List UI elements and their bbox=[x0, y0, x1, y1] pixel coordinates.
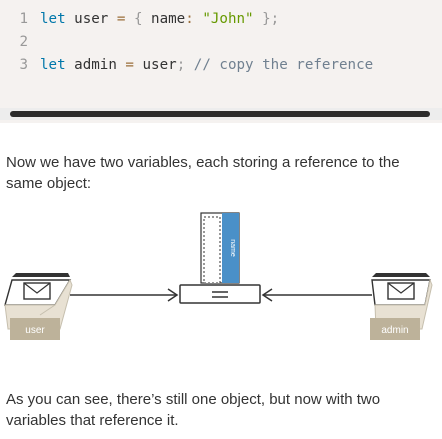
code-token bbox=[185, 57, 194, 73]
line-number: 3 bbox=[19, 57, 28, 73]
code-text: let admin = user; // copy the reference bbox=[28, 54, 373, 76]
code-token: : bbox=[185, 11, 194, 27]
code-token: user bbox=[65, 11, 117, 27]
intro-paragraph: Now we have two variables, each storing … bbox=[6, 154, 400, 192]
reference-diagram: name user admin bbox=[0, 205, 442, 370]
code-token: "John" bbox=[202, 11, 254, 27]
code-token: admin bbox=[65, 57, 126, 73]
right-variable-label: admin bbox=[381, 325, 408, 336]
code-token: user bbox=[133, 57, 177, 73]
outro-paragraph: As you can see, there’s still one object… bbox=[6, 391, 381, 429]
code-token: name bbox=[142, 11, 186, 27]
line-number: 1 bbox=[19, 11, 28, 27]
code-token: let bbox=[40, 57, 66, 73]
code-text: let user = { name: "John" }; bbox=[28, 8, 279, 30]
object-field-label: name bbox=[229, 239, 236, 257]
line-number: 2 bbox=[19, 34, 28, 50]
object-card: name bbox=[200, 212, 240, 284]
horizontal-scrollbar[interactable] bbox=[0, 108, 442, 120]
left-reference-arrow bbox=[70, 288, 179, 302]
scrollbar-thumb[interactable] bbox=[10, 111, 430, 117]
code-token: = bbox=[116, 11, 126, 27]
code-token: ; bbox=[176, 57, 186, 73]
right-variable-bin: admin bbox=[370, 273, 433, 340]
code-token: = bbox=[125, 57, 134, 73]
object-box bbox=[179, 284, 261, 304]
diagram-svg: name user admin bbox=[4, 212, 433, 340]
left-variable-label: user bbox=[25, 325, 45, 336]
left-variable-bin: user bbox=[4, 273, 73, 340]
code-token: let bbox=[40, 11, 66, 27]
code-token bbox=[125, 11, 134, 27]
code-token bbox=[254, 11, 263, 27]
code-token: }; bbox=[262, 11, 280, 27]
right-reference-arrow bbox=[261, 288, 372, 302]
code-token: // copy the reference bbox=[193, 57, 374, 73]
code-line: 2 bbox=[0, 31, 40, 53]
code-token: { bbox=[133, 11, 143, 27]
